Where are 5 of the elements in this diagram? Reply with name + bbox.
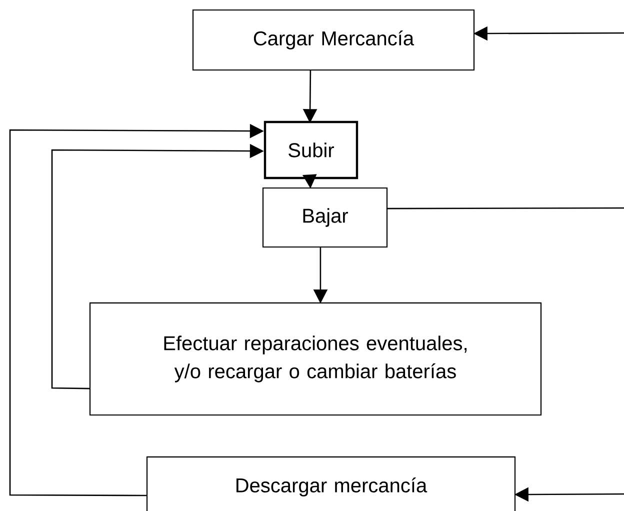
process-box: Subir bbox=[264, 120, 358, 180]
process-box: Cargar Mercancía bbox=[192, 9, 475, 71]
process-box: Efectuar reparaciones eventuales, y/o recargar o cambiar baterías bbox=[89, 302, 542, 416]
process-box: Bajar bbox=[262, 187, 388, 248]
process-box: Descargar mercancía bbox=[146, 456, 516, 511]
